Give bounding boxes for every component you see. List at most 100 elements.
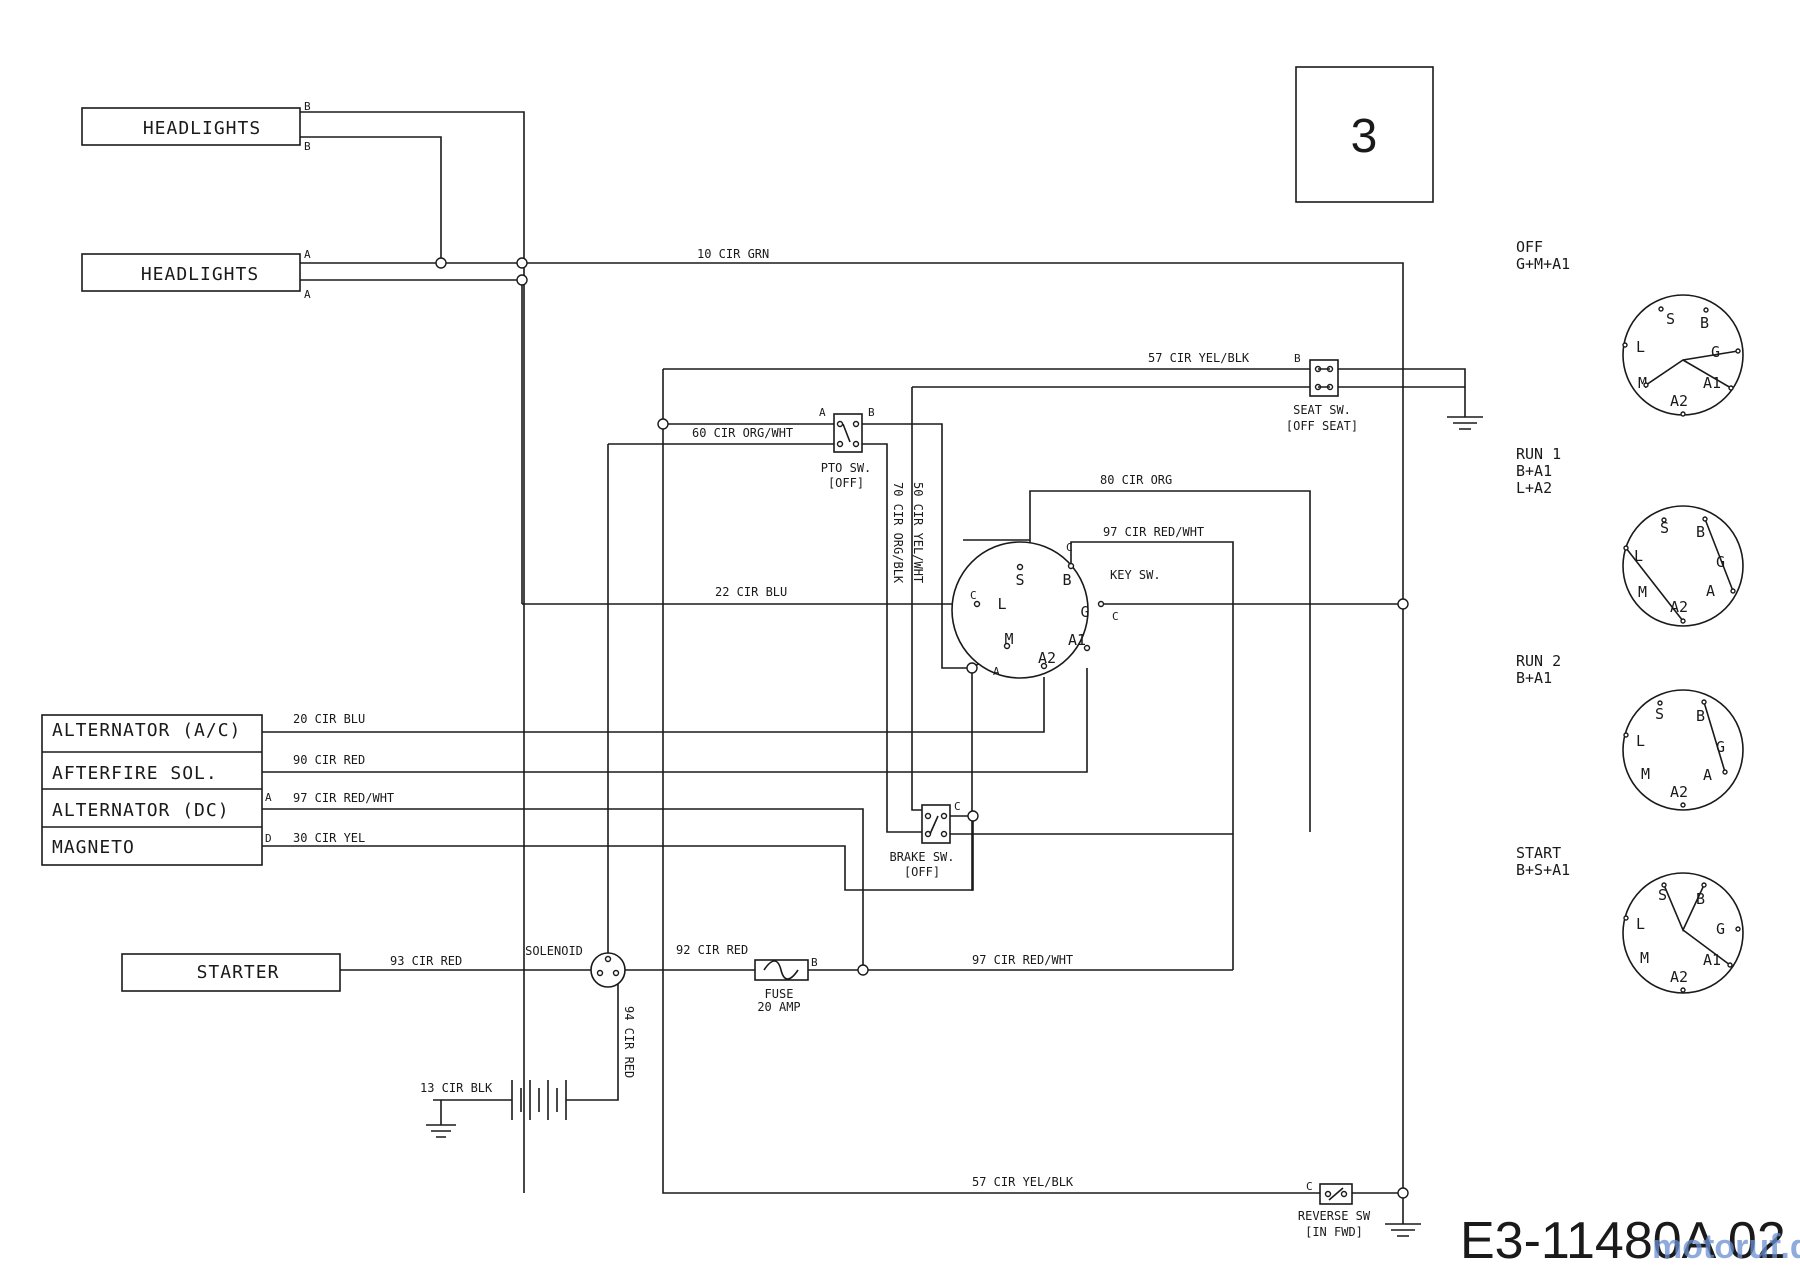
wire-pto-to-brake	[862, 443, 922, 833]
wire-94-cir-red	[566, 975, 619, 1101]
fuse	[754, 959, 809, 981]
headlights-label: HEADLIGHTS	[143, 118, 261, 139]
dial-label: M	[1641, 765, 1650, 783]
wire-labels: 10 CIR GRN 57 CIR YEL/BLK 60 CIR ORG/WHT…	[293, 247, 1250, 1189]
grounds	[426, 385, 1483, 1237]
terminal-letter: A	[304, 288, 311, 301]
terminal-letter: C	[1306, 1180, 1313, 1193]
dial-label: L	[1634, 547, 1643, 565]
wire-label-vertical: 94 CIR RED	[622, 1006, 636, 1078]
dial-label: A	[1706, 582, 1715, 600]
terminal-letter: C	[970, 589, 977, 602]
reverse-switch-state: [IN FWD]	[1305, 1225, 1363, 1239]
battery-icon	[511, 1080, 567, 1120]
headlights-top: HEADLIGHTS	[81, 107, 301, 146]
wire-50-cir-yel-wht	[911, 387, 922, 811]
starter: STARTER	[121, 953, 341, 992]
dial-label: M	[1638, 583, 1647, 601]
brake-switch-state: [OFF]	[904, 865, 940, 879]
key-terminal-b: B	[1062, 571, 1071, 589]
wire-label: 97 CIR RED/WHT	[1103, 525, 1204, 539]
fuse-label: FUSE	[765, 987, 794, 1001]
junction-dot	[1397, 598, 1409, 610]
wire-headlight-b-bottom	[300, 136, 442, 263]
key-terminal-l: L	[997, 595, 1006, 613]
key-position-name: OFF	[1516, 238, 1543, 256]
terminal-letter: A	[304, 248, 311, 261]
terminal-letter: B	[811, 956, 818, 969]
wire-70-cir-org-blk	[862, 423, 972, 669]
junction-dot	[516, 274, 528, 286]
dial-label: B	[1696, 707, 1705, 725]
junction-dot	[1397, 1187, 1409, 1199]
wire-label: 60 CIR ORG/WHT	[692, 426, 793, 440]
key-dial-start: S B L G M A1 A2	[1622, 872, 1744, 994]
ground-symbol-battery	[426, 1124, 456, 1138]
terminal-letter: B	[1294, 352, 1301, 365]
terminal-letter: A	[993, 665, 1000, 678]
alternator-ac-label: ALTERNATOR (A/C)	[52, 720, 241, 741]
headlights-bottom: HEADLIGHTS	[81, 253, 301, 292]
wire-30-cir-yel	[262, 816, 974, 891]
key-terminal-a1: A1	[1068, 631, 1086, 649]
pto-switch-state: [OFF]	[828, 476, 864, 490]
harness-connector: ALTERNATOR (A/C) AFTERFIRE SOL. ALTERNAT…	[41, 714, 263, 866]
wire-headlight-a-bottom	[300, 279, 523, 604]
wire-80-cir-org	[1029, 490, 1311, 832]
key-terminal-s: S	[1015, 571, 1024, 589]
wire-headlight-b-top	[300, 111, 525, 1193]
page-number: 3	[1351, 110, 1378, 163]
wire-label-vertical: 70 CIR ORG/BLK	[891, 482, 905, 584]
wires	[262, 111, 1466, 1194]
wire-10-cir-grn	[300, 262, 1404, 1193]
wire-20-cir-blu	[262, 677, 1045, 733]
wire-label: 92 CIR RED	[676, 943, 748, 957]
dial-label: S	[1655, 705, 1664, 723]
watermark-text: motoruf.de	[1652, 1228, 1800, 1266]
dial-label: M	[1640, 949, 1649, 967]
headlights-label: HEADLIGHTS	[141, 264, 259, 285]
terminal-letter: B	[868, 406, 875, 419]
wire-57-cir-yel-blk-top	[663, 368, 1466, 385]
wire-13-cir-blk	[433, 1099, 512, 1125]
dial-label: A2	[1670, 783, 1688, 801]
ground-symbol-seat	[1447, 416, 1483, 430]
component-labels: SEAT SW. [OFF SEAT] PTO SW. [OFF] KEY SW…	[265, 100, 1371, 1239]
seat-switch-label: SEAT SW.	[1293, 403, 1351, 417]
pto-switch	[833, 413, 863, 453]
key-terminal-a2: A2	[1038, 649, 1056, 667]
dial-label: L	[1636, 338, 1645, 356]
wire-key-m	[971, 645, 1008, 891]
wire-label: 20 CIR BLU	[293, 712, 365, 726]
reverse-switch	[1319, 1183, 1353, 1205]
wire-97-cir-red-wht-alt	[262, 808, 864, 970]
terminal-letter: A	[265, 791, 272, 804]
key-position-contacts: G+M+A1	[1516, 255, 1570, 273]
wire-label: 30 CIR YEL	[293, 831, 365, 845]
wire-label: 80 CIR ORG	[1100, 473, 1172, 487]
pto-switch-label: PTO SW.	[821, 461, 872, 475]
wire-97-cir-red-wht-top	[1070, 541, 1234, 970]
dial-label: A2	[1670, 968, 1688, 986]
wire-label: 22 CIR BLU	[715, 585, 787, 599]
ground-symbol-reverse	[1385, 1193, 1421, 1237]
junction-dot	[857, 964, 869, 976]
junction-dot	[966, 662, 978, 674]
junction-dot	[516, 257, 528, 269]
dial-label: B	[1696, 890, 1705, 908]
dial-label: G	[1716, 738, 1725, 756]
wire-57-cir-yel-blk-drop	[662, 369, 1403, 1194]
starter-label: STARTER	[197, 962, 280, 983]
key-switch-label: KEY SW.	[1110, 568, 1161, 582]
wire-label: 97 CIR RED/WHT	[972, 953, 1073, 967]
key-position-contacts: B+S+A1	[1516, 861, 1570, 879]
terminal-letter: C	[1112, 610, 1119, 623]
dial-label: M	[1638, 374, 1647, 392]
wire-label: 57 CIR YEL/BLK	[972, 1175, 1074, 1189]
junction-dot	[967, 810, 979, 822]
page-number-box: 3	[1295, 66, 1434, 203]
alternator-dc-label: ALTERNATOR (DC)	[52, 800, 230, 821]
junctions	[435, 257, 1409, 1199]
dial-label: A1	[1703, 951, 1721, 969]
